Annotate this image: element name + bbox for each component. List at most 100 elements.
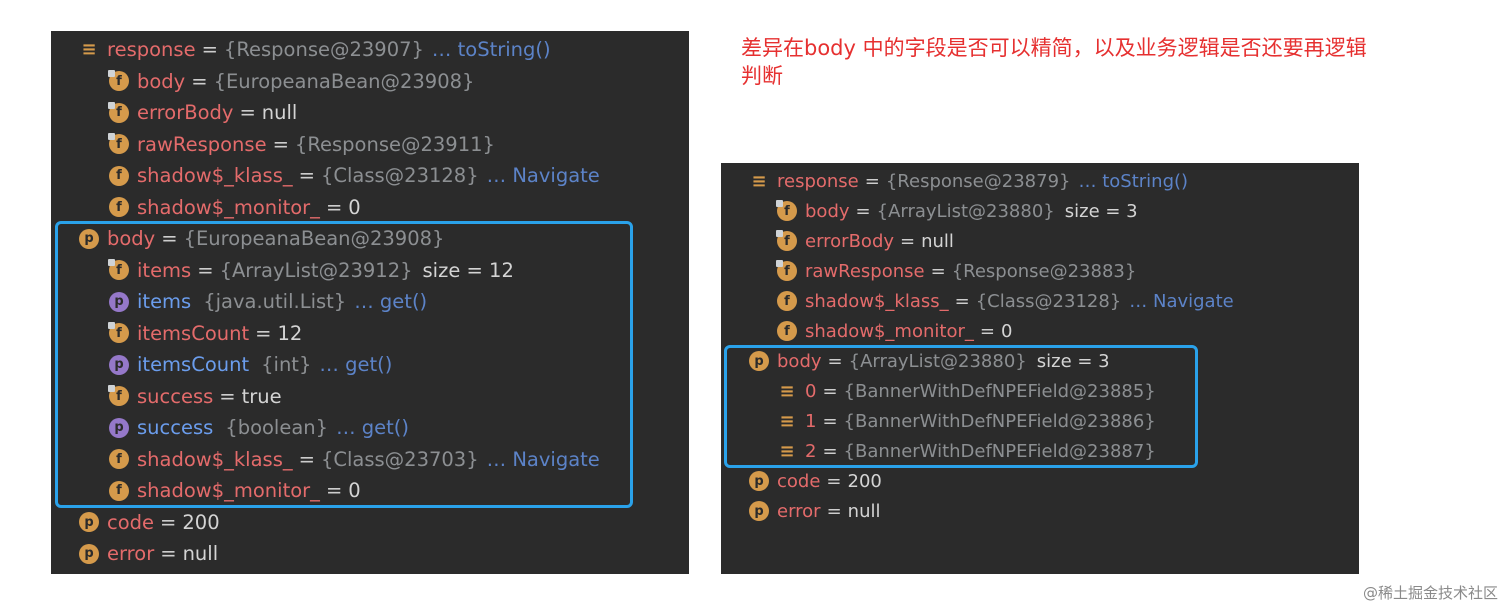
variable-reference: {ArrayList@23880} (876, 200, 1055, 222)
navigate-link[interactable]: … Navigate (486, 164, 600, 187)
method-link[interactable]: … get() (336, 416, 409, 439)
method-link[interactable]: … get() (354, 290, 428, 313)
equals-sign: = (325, 479, 343, 502)
tree-row[interactable]: ≡response={Response@23879}… toString() (721, 166, 1359, 196)
field-icon: f (776, 200, 797, 221)
variable-name: success (137, 384, 214, 408)
equals-sign: = (197, 258, 214, 282)
variable-name: code (107, 510, 155, 534)
collection-size: size = 3 (1036, 350, 1110, 372)
equals-sign: = (298, 164, 315, 187)
equals-sign: = (826, 500, 842, 522)
variable-value: null (261, 101, 298, 124)
highlight-box (55, 221, 633, 508)
variable-name: itemsCount (137, 353, 250, 376)
variable-reference: {ArrayList@23880} (848, 350, 1027, 372)
equals-sign: = (219, 384, 236, 408)
equals-sign: = (979, 320, 995, 342)
variable-name: body (137, 69, 186, 93)
list-icon: ≡ (779, 380, 795, 402)
variable-name: 2 (805, 440, 817, 462)
equals-sign: = (239, 101, 256, 124)
variable-name: shadow$_monitor_ (137, 479, 320, 502)
property-icon: p (749, 351, 769, 371)
field-icon: f (109, 449, 129, 469)
list-icon: ≡ (779, 440, 795, 462)
variable-name: shadow$_monitor_ (805, 320, 974, 342)
field-icon: f (777, 291, 797, 311)
equals-sign: = (161, 227, 178, 250)
variable-name: rawResponse (137, 132, 267, 156)
variable-reference: {BannerWithDefNPEField@23887} (843, 440, 1156, 462)
navigate-link[interactable]: … Navigate (1129, 290, 1234, 312)
equals-sign: = (298, 447, 315, 471)
navigate-link[interactable]: … Navigate (486, 447, 600, 471)
property-icon: p (749, 501, 769, 521)
variable-reference: {EuropeanaBean@23908} (213, 69, 475, 93)
equals-sign: = (827, 350, 843, 372)
equals-sign: = (822, 380, 838, 402)
variable-value: null (182, 542, 219, 565)
method-link[interactable]: … toString() (1078, 170, 1189, 192)
variable-value: 200 (847, 470, 882, 492)
method-link[interactable]: … get() (319, 353, 393, 376)
property-icon: p (749, 471, 769, 491)
field-icon: f (108, 322, 129, 343)
field-icon: f (108, 259, 129, 280)
variable-name: error (107, 542, 155, 565)
equals-sign: = (160, 510, 177, 534)
method-property-icon: p (109, 291, 129, 312)
field-icon: f (776, 230, 797, 251)
variable-name: errorBody (805, 230, 895, 252)
variable-name: success (137, 416, 214, 439)
field-icon: f (108, 385, 129, 406)
tree-row[interactable]: ≡0={BannerWithDefNPEField@23885} (721, 376, 1359, 406)
tree-row[interactable]: ≡response={Response@23907}… toString() (51, 34, 689, 65)
variable-value: null (847, 500, 881, 522)
variable-name: shadow$_klass_ (137, 447, 293, 471)
variable-reference: {EuropeanaBean@23908} (183, 227, 445, 250)
tree-row[interactable]: ≡ 2={BannerWithDefNPEField@23887} (721, 436, 1359, 466)
property-icon: p (79, 512, 99, 532)
list-icon: ≡ (751, 170, 767, 192)
method-property-icon: p (109, 354, 129, 375)
field-icon: f (108, 70, 129, 91)
tree-row[interactable]: ≡1={BannerWithDefNPEField@23886} (721, 406, 1359, 436)
equals-sign: = (900, 230, 916, 252)
variable-value: 0 (348, 479, 361, 502)
method-link[interactable]: … toString() (431, 38, 551, 61)
equals-sign: = (822, 440, 838, 462)
variable-name: body (107, 227, 156, 250)
variable-name: items (137, 290, 192, 313)
field-icon: f (108, 101, 129, 123)
equals-sign: = (864, 170, 880, 192)
variable-name: shadow$_monitor_ (137, 195, 320, 219)
variable-reference: {ArrayList@23912} (219, 258, 413, 282)
field-icon: f (108, 133, 129, 154)
